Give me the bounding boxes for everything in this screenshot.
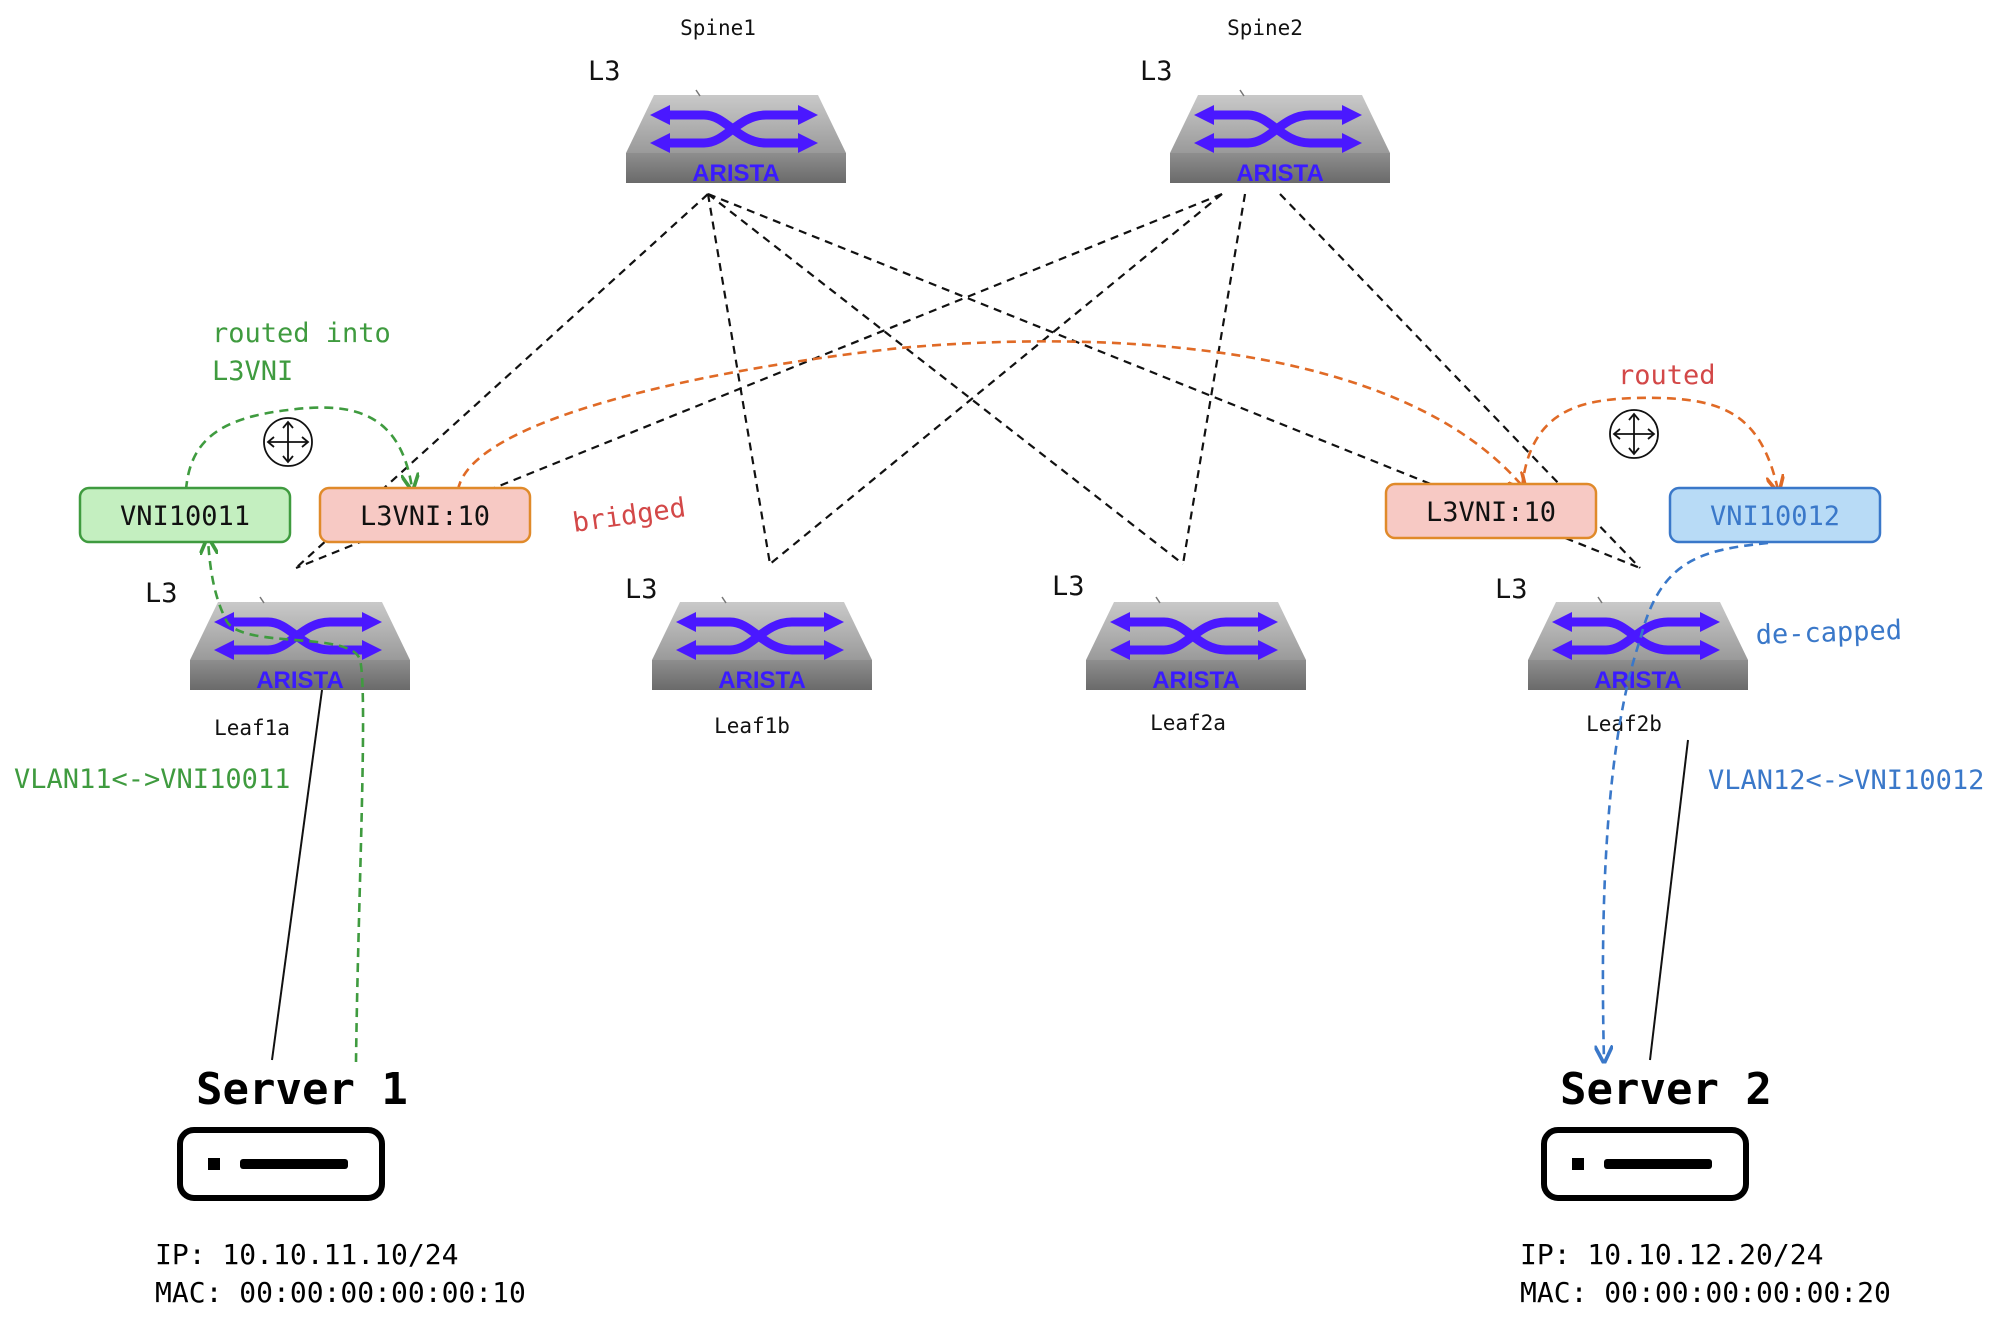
l3vni-left-label: L3VNI:10	[360, 501, 490, 532]
router-icon	[263, 417, 313, 467]
link-spine2-leaf2a	[1181, 193, 1247, 565]
brand-label: ARISTA	[256, 667, 344, 694]
spine2-layer: L3	[1140, 56, 1173, 87]
vni-box-l3vni-left: L3VNI:10	[318, 486, 532, 544]
switch-spine2: ARISTA	[1170, 90, 1390, 187]
annotation-bridged: bridged	[571, 492, 688, 539]
spine2-label: Spine2	[1227, 16, 1303, 40]
annotation-routed: routed	[1618, 360, 1716, 391]
leaf2b-layer: L3	[1495, 574, 1528, 605]
annotation-vlan11-mapping: VLAN11<->VNI10011	[14, 764, 290, 795]
vni-box-l3vni-right: L3VNI:10	[1384, 482, 1598, 540]
link-leaf1a-server1	[271, 689, 323, 1061]
server-1: Server 1 IP: 10.10.11.10/24 MAC: 00:00:0…	[155, 1064, 526, 1309]
leaf2a-layer: L3	[1052, 571, 1085, 602]
flow-vni10011-to-l3vni	[184, 406, 412, 490]
leaf1a-layer: L3	[145, 578, 178, 609]
vni10011-label: VNI10011	[120, 501, 250, 532]
spine1-layer: L3	[588, 56, 621, 87]
brand-label: ARISTA	[1236, 160, 1324, 187]
switch-leaf2b: ARISTA	[1528, 597, 1748, 694]
server-icon	[177, 1127, 385, 1201]
server1-ip: IP: 10.10.11.10/24	[155, 1238, 458, 1271]
brand-label: ARISTA	[1152, 667, 1240, 694]
link-spine1-leaf1b	[706, 193, 772, 565]
link-spine2-leaf1b	[769, 193, 1223, 565]
server2-mac: MAC: 00:00:00:00:00:20	[1520, 1276, 1891, 1309]
flow-l3vni-to-vni10012	[1520, 396, 1778, 490]
brand-label: ARISTA	[718, 667, 806, 694]
vni-box-vni10011: VNI10011	[78, 486, 292, 544]
flow-vni10012-to-server2	[1603, 541, 1769, 1060]
link-spine2-leaf2b	[1279, 193, 1641, 569]
switch-leaf1b: ARISTA	[652, 597, 872, 694]
leaf1b-label: Leaf1b	[714, 714, 790, 738]
server-links	[271, 689, 1689, 1061]
annotation-vlan12-mapping: VLAN12<->VNI10012	[1708, 765, 1984, 796]
server2-ip: IP: 10.10.12.20/24	[1520, 1238, 1823, 1271]
flow-l3vni-left-to-right	[456, 340, 1524, 490]
spine1-label: Spine1	[680, 16, 756, 40]
vni10012-label: VNI10012	[1710, 501, 1840, 532]
annotation-routed-into: routed into	[212, 318, 391, 349]
server-icon	[1541, 1127, 1749, 1201]
brand-label: ARISTA	[1594, 667, 1682, 694]
flow-server1-to-vni10011	[208, 540, 365, 1063]
switch-leaf1a: ARISTA	[190, 597, 410, 694]
switch-spine1: ARISTA	[626, 90, 846, 187]
server1-title: Server 1	[196, 1064, 408, 1115]
leaf1b-layer: L3	[625, 574, 658, 605]
server1-mac: MAC: 00:00:00:00:00:10	[155, 1276, 526, 1309]
annotation-l3vni: L3VNI	[212, 356, 293, 387]
brand-label: ARISTA	[692, 160, 780, 187]
server-2: Server 2 IP: 10.10.12.20/24 MAC: 00:00:0…	[1520, 1064, 1891, 1309]
link-leaf2b-server2	[1649, 739, 1689, 1061]
leaf2a-label: Leaf2a	[1150, 711, 1226, 735]
router-icon	[1609, 409, 1659, 459]
vni-box-vni10012: VNI10012	[1668, 486, 1882, 544]
leaf1a-label: Leaf1a	[214, 716, 290, 740]
l3vni-right-label: L3VNI:10	[1426, 497, 1556, 528]
link-spine1-leaf2a	[707, 193, 1184, 565]
annotation-decapped: de-capped	[1755, 615, 1902, 651]
switch-leaf2a: ARISTA	[1086, 597, 1306, 694]
leaf2b-label: Leaf2b	[1586, 712, 1662, 736]
server2-title: Server 2	[1560, 1064, 1772, 1115]
